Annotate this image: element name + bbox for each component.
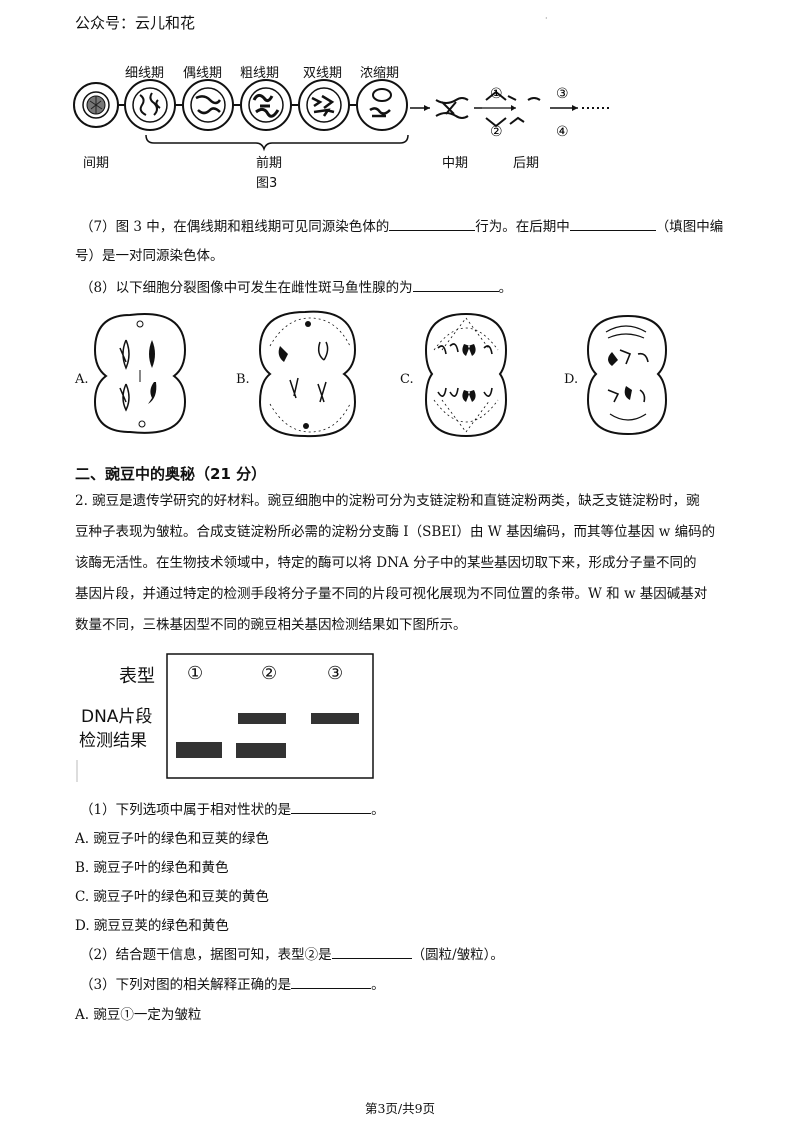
q8-option-a-label: A. [75,372,89,387]
cell-b[interactable] [258,310,357,438]
figure-3-caption: 图3 [256,176,278,191]
phase-label-prophase: 前期 [256,156,283,171]
stage-label-diakinesis: 浓缩期 [360,66,400,81]
stage-label-leptotene: 细线期 [125,66,165,81]
pachytene-cell [240,79,292,131]
cell-a[interactable] [93,313,187,434]
gel-panel [76,653,374,782]
band-lane-2-upper [238,713,286,724]
gel-lane-3: ③ [327,663,344,684]
section-2-para-4: 基因片段，并通过特定的检测手段将分子量不同的片段可视化展现为不同位置的条带。W … [75,586,708,602]
q8-blank[interactable] [412,277,499,292]
anaphase-number-2: ② [490,124,503,140]
q7-line-2: 号）是一对同源染色体。 [75,248,224,264]
band-lane-1-lower [176,742,222,758]
gel-label-dna-2: 检测结果 [79,731,147,751]
gel-lane-1: ① [187,663,204,684]
band-lane-3-upper [311,713,359,724]
scan-dot: · [545,14,548,23]
q8-option-d-label: D. [564,372,579,387]
phase-label-anaphase: 后期 [513,156,540,171]
q1-option-b[interactable]: B. 豌豆子叶的绿色和黄色 [75,860,229,876]
phase-label-interphase: 间期 [83,156,110,171]
section-2-para-3: 该酶无活性。在生物技术领域中，特定的酶可以将 DNA 分子中的某些基因切取下来，… [75,555,697,571]
q7-blank-2[interactable] [569,216,656,231]
diakinesis-cell [356,79,408,131]
q1-line: （1）下列选项中属于相对性状的是。 [80,799,385,821]
page-footer: 第3页/共9页 [364,1101,436,1116]
q2-line: （2）结合题干信息，据图可知，表型②是（圆粒/皱粒）。 [80,944,504,966]
anaphase-number-3: ③ [556,86,569,102]
phase-label-metaphase: 中期 [442,156,469,171]
gel-label-phenotype: 表型 [119,666,155,687]
section-2-para-1: 2. 豌豆是遗传学研究的好材料。豌豆细胞中的淀粉可分为支链淀粉和直链淀粉两类，缺… [75,493,700,509]
anaphase-chromosomes [482,90,541,128]
gel-figure: 表型 DNA片段 检测结果 ① ② ③ [75,650,375,785]
q3-line: （3）下列对图的相关解释正确的是。 [80,974,385,996]
cell-c[interactable] [424,312,508,438]
figure-3: 细线期 偶线期 粗线期 双线期 浓缩期 [70,60,630,191]
q8-line: （8）以下细胞分裂图像中可发生在雌性斑马鱼性腺的为。 [80,277,512,299]
cell-d[interactable] [586,314,668,436]
q3-option-a[interactable]: A. 豌豆①一定为皱粒 [75,1007,202,1023]
q8-option-c-label: C. [400,372,414,387]
metaphase-chromosomes [435,97,469,119]
section-2-para-2: 豆种子表现为皱粒。合成支链淀粉所必需的淀粉分支酶 I（SBEI）由 W 基因编码… [75,524,716,540]
stage-label-diplotene: 双线期 [303,66,343,81]
anaphase-number-1: ① [490,86,503,102]
q8-option-b-label: B. [236,372,250,387]
q1-option-a[interactable]: A. 豌豆子叶的绿色和豆荚的绿色 [75,831,269,847]
stage-label-pachytene: 粗线期 [240,66,280,81]
q2-blank[interactable] [331,944,412,959]
section-2-para-5: 数量不同，三株基因型不同的豌豆相关基因检测结果如下图所示。 [75,617,467,633]
gel-label-dna-1: DNA片段 [81,707,153,727]
q1-option-d[interactable]: D. 豌豆豆荚的绿色和黄色 [75,918,229,934]
gel-lane-2: ② [261,663,278,684]
diplotene-cell [298,79,350,131]
q8-cell-images [93,310,668,438]
prophase-brace [145,134,409,152]
account-header: 公众号：云儿和花 [75,14,196,32]
q1-blank[interactable] [291,799,372,814]
q1-option-c[interactable]: C. 豌豆子叶的绿色和豆荚的黄色 [75,889,269,905]
section-2-title: 二、豌豆中的奥秘（21 分） [75,465,267,483]
anaphase-number-4: ④ [556,124,569,140]
q3-blank[interactable] [291,974,372,989]
q7-line-1: （7）图 3 中，在偶线期和粗线期可见同源染色体的行为。在后期中（填图中编 [80,216,723,238]
stage-label-zygotene: 偶线期 [183,66,223,81]
leptotene-cell [124,79,176,131]
q7-blank-1[interactable] [389,216,476,231]
zygotene-cell [182,79,234,131]
meiosis-diagram: ① ③ ② ④ [73,79,610,152]
band-lane-2-lower [236,743,286,758]
interphase-cell [73,82,119,128]
